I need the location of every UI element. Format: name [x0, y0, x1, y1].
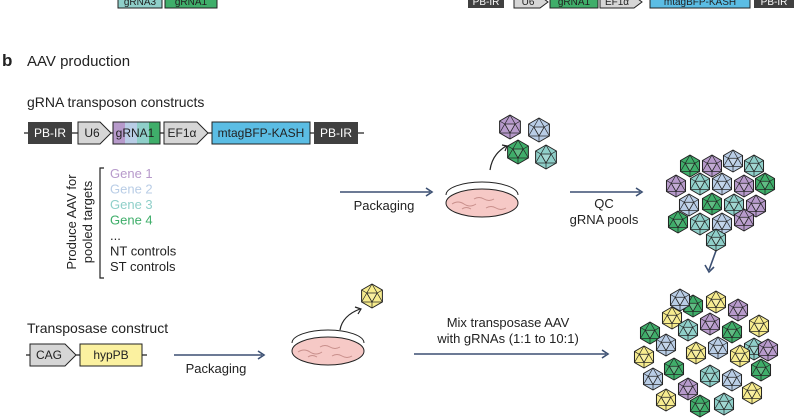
aav-capsid-icon [655, 333, 677, 357]
grna-el-pbir-left: PB-IR [34, 126, 66, 140]
aav-capsid-icon [707, 336, 729, 360]
aav-capsid-icon [701, 192, 723, 216]
aav-capsid-icon [528, 117, 550, 143]
pooled-target-item: Gene 3 [110, 197, 153, 212]
top-strip-label-grna1: gRNA1 [175, 0, 208, 8]
grna-el-u6: U6 [84, 126, 100, 140]
packaging-top-label: Packaging [354, 198, 415, 213]
packaging-bottom-label: Packaging [186, 361, 247, 376]
grna-el-pbir-right: PB-IR [320, 126, 352, 140]
mix-label-2: with gRNAs (1:1 to 10:1) [436, 331, 579, 346]
culture-dish-bottom [291, 329, 365, 366]
aav-capsid-icon [745, 194, 767, 218]
top-strip-label-u6: U6 [522, 0, 535, 8]
aav-capsid-icon [685, 341, 707, 365]
transposase-construct: CAG hypPB [26, 343, 147, 367]
aav-capsid-icon [689, 394, 711, 418]
aav-capsid-icon [361, 283, 383, 309]
aav-capsid-icon [727, 298, 749, 322]
aav-capsids-packaged-grna [499, 114, 557, 170]
top-strip-label-grna3: gRNA3 [124, 0, 157, 8]
top-strip-label-pbir-right: PB-IR [761, 0, 788, 8]
top-strip: gRNA3 gRNA1 PB-IR U6 gRNA1 EF1α mtagBFP-… [117, 0, 794, 9]
top-strip-label-bfp: mtagBFP-KASH [664, 0, 736, 8]
top-strip-label-ef1a: EF1α [605, 0, 629, 8]
transposase-el-cag: CAG [36, 348, 62, 362]
aav-capsid-icon [722, 149, 744, 173]
aav-capsid-icon [639, 321, 661, 345]
aav-capsid-icon [642, 367, 664, 391]
aav-capsid-icon [721, 368, 743, 392]
culture-dish-top [445, 181, 519, 218]
aav-capsid-icon [705, 290, 727, 314]
aav-capsid-icon [499, 114, 521, 140]
grna-el-ef1a: EF1α [168, 126, 197, 140]
aav-capsid-icon [665, 174, 687, 198]
aav-capsid-icon [705, 228, 727, 252]
aav-capsid-icon [661, 306, 683, 330]
transposase-heading: Transposase construct [27, 320, 168, 336]
aav-capsid-icon [667, 210, 689, 234]
top-strip-label-grna1-right: gRNA1 [558, 0, 591, 8]
grna-construct-heading: gRNA transposon constructs [27, 94, 204, 110]
grna-el-bfp: mtagBFP-KASH [218, 126, 305, 140]
aav-capsid-icon [535, 144, 557, 170]
aav-capsid-icon [633, 345, 655, 369]
aav-capsid-icon [733, 208, 755, 232]
aav-capsid-icon [701, 154, 723, 178]
aav-capsid-icon [679, 154, 701, 178]
qc-label-2: gRNA pools [570, 212, 639, 227]
aav-capsid-icon [721, 320, 743, 344]
aav-capsid-icon [689, 172, 711, 196]
mix-label-1: Mix transposase AAV [447, 315, 570, 330]
panel-title: AAV production [27, 53, 130, 70]
pooled-target-item: Gene 4 [110, 213, 153, 228]
aav-capsid-icon [507, 139, 529, 165]
aav-capsid-transposase [361, 283, 383, 309]
transposase-el-hyppb: hypPB [93, 348, 128, 362]
qc-label-1: QC [594, 196, 614, 211]
aav-capsid-icon [655, 388, 677, 412]
panel-letter: b [2, 51, 12, 70]
aav-capsid-pool-qc [665, 149, 776, 252]
aav-capsid-icon [711, 172, 733, 196]
pooled-target-item: NT controls [110, 244, 177, 259]
pooled-target-item: ... [110, 228, 121, 243]
aav-capsid-icon [669, 288, 691, 312]
aav-capsid-icon [741, 381, 763, 405]
aav-capsid-icon [713, 392, 735, 416]
aav-capsid-icon [754, 172, 776, 196]
aav-capsid-icon [757, 338, 779, 362]
aav-capsid-icon [699, 364, 721, 388]
pooled-side-label-2: pooled targets [80, 180, 95, 263]
aav-capsid-icon [699, 312, 721, 336]
aav-capsid-icon [678, 193, 700, 217]
pooled-bracket [99, 167, 104, 279]
pooled-target-item: Gene 1 [110, 166, 153, 181]
grna-el-grna1: gRNA1 [116, 126, 155, 140]
pooled-target-item: ST controls [110, 259, 176, 274]
aav-capsid-icon [689, 212, 711, 236]
aav-capsid-icon [733, 174, 755, 198]
aav-capsid-icon [748, 314, 770, 338]
release-arrow-top [489, 145, 507, 171]
grna-construct: PB-IR U6 gRNA1 EF1α mtagBFP-KASH PB-IR [24, 121, 364, 145]
aav-capsid-icon [729, 344, 751, 368]
pooled-target-item: Gene 2 [110, 182, 153, 197]
pool-to-mix-arrow [708, 247, 718, 271]
pooled-side-label-1: Produce AAV for [64, 174, 79, 270]
aav-capsid-icon [677, 318, 699, 342]
aav-capsid-icon [677, 377, 699, 401]
aav-capsid-icon [663, 357, 685, 381]
aav-capsid-icon [743, 154, 765, 178]
top-strip-label-pbir-left: PB-IR [473, 0, 500, 8]
release-arrow-bottom [339, 308, 361, 331]
aav-capsid-mixture [633, 288, 779, 418]
aav-capsid-icon [750, 358, 772, 382]
